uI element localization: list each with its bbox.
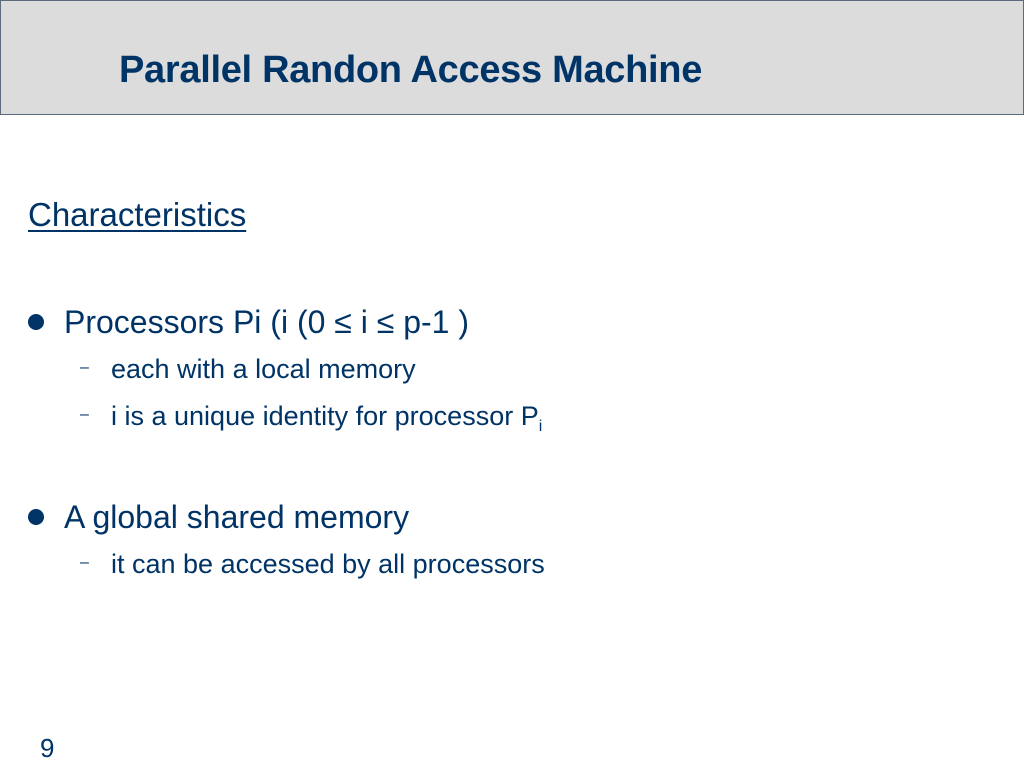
bullet-dot-icon <box>28 313 44 330</box>
bullet-item-global-memory: A global shared memory <box>28 499 409 536</box>
dash-icon: – <box>80 553 89 571</box>
bullet-text: Processors Pi (i (0 ≤ i ≤ p-1 ) <box>64 304 469 340</box>
bullet-text: A global shared memory <box>64 499 410 535</box>
dash-icon: – <box>80 358 89 376</box>
slide-title: Parallel Randon Access Machine <box>119 49 703 91</box>
sub-item-text: each with a local memory <box>111 354 416 384</box>
sub-item-unique-identity: – i is a unique identity for processor Pi <box>80 401 542 436</box>
sub-item-text: it can be accessed by all processors <box>111 549 545 579</box>
section-heading: Characteristics <box>28 196 247 233</box>
bullet-dot-icon <box>28 508 44 525</box>
slide-title-bar: Parallel Randon Access Machine <box>0 0 1024 115</box>
sub-item-accessed-by-all: – it can be accessed by all processors <box>80 549 545 580</box>
subscript-i: i <box>538 418 543 435</box>
dash-icon: – <box>80 405 89 423</box>
bullet-item-processors: Processors Pi (i (0 ≤ i ≤ p-1 ) <box>28 304 469 341</box>
sub-item-text: i is a unique identity for processor P <box>111 401 539 431</box>
page-number: 9 <box>40 733 55 763</box>
sub-item-local-memory: – each with a local memory <box>80 354 416 385</box>
